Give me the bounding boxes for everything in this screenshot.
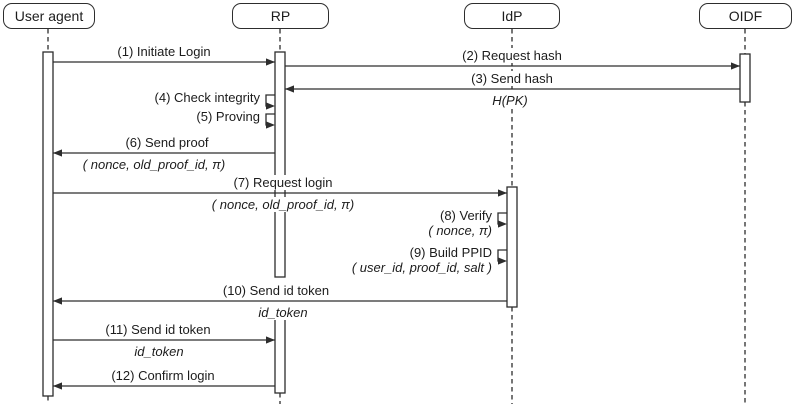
- actor-box-idp: IdP: [464, 3, 560, 29]
- message-label-9: (9) Build PPID: [406, 245, 495, 260]
- arrowhead-5: [266, 121, 275, 129]
- arrowhead-12: [53, 382, 62, 390]
- message-label-11: (11) Send id token: [102, 322, 214, 337]
- arrowhead-10: [53, 297, 62, 305]
- arrowhead-1: [266, 58, 275, 66]
- message-label-12: (12) Confirm login: [108, 368, 218, 383]
- actor-box-oidf: OIDF: [699, 3, 792, 29]
- activation-bar-ua-0: [42, 51, 54, 397]
- arrowhead-7: [498, 189, 507, 197]
- arrowhead-3: [285, 85, 294, 93]
- arrowhead-6: [53, 149, 62, 157]
- arrowhead-11: [266, 336, 275, 344]
- message-label-6: (6) Send proof: [122, 135, 212, 150]
- message-sublabel-11: id_token: [131, 344, 187, 359]
- arrowhead-4: [266, 102, 275, 110]
- message-sublabel-3: H(PK): [489, 93, 531, 108]
- arrowhead-9: [498, 257, 507, 265]
- message-label-5: (5) Proving: [193, 109, 263, 124]
- message-label-7: (7) Request login: [230, 175, 336, 190]
- activation-bar-oidf-0: [739, 53, 751, 103]
- actor-box-rp: RP: [232, 3, 329, 29]
- activation-bar-rp-1: [274, 316, 286, 394]
- activation-bar-rp-0: [274, 51, 286, 278]
- activation-bar-idp-0: [506, 186, 518, 308]
- message-label-8: (8) Verify: [436, 208, 495, 223]
- message-label-4: (4) Check integrity: [151, 90, 263, 105]
- message-label-3: (3) Send hash: [468, 71, 556, 86]
- arrowhead-8: [498, 220, 507, 228]
- message-sublabel-10: id_token: [255, 305, 311, 320]
- message-sublabel-6: ( nonce, old_proof_id, π): [79, 157, 229, 172]
- message-sublabel-8: ( nonce, π): [425, 223, 495, 238]
- message-label-2: (2) Request hash: [459, 48, 565, 63]
- actor-box-user-agent: User agent: [3, 3, 95, 29]
- message-label-10: (10) Send id token: [219, 283, 333, 298]
- message-sublabel-7: ( nonce, old_proof_id, π): [208, 197, 358, 212]
- message-label-1: (1) Initiate Login: [114, 44, 214, 59]
- message-sublabel-9: ( user_id, proof_id, salt ): [348, 260, 495, 275]
- arrowhead-2: [731, 62, 740, 70]
